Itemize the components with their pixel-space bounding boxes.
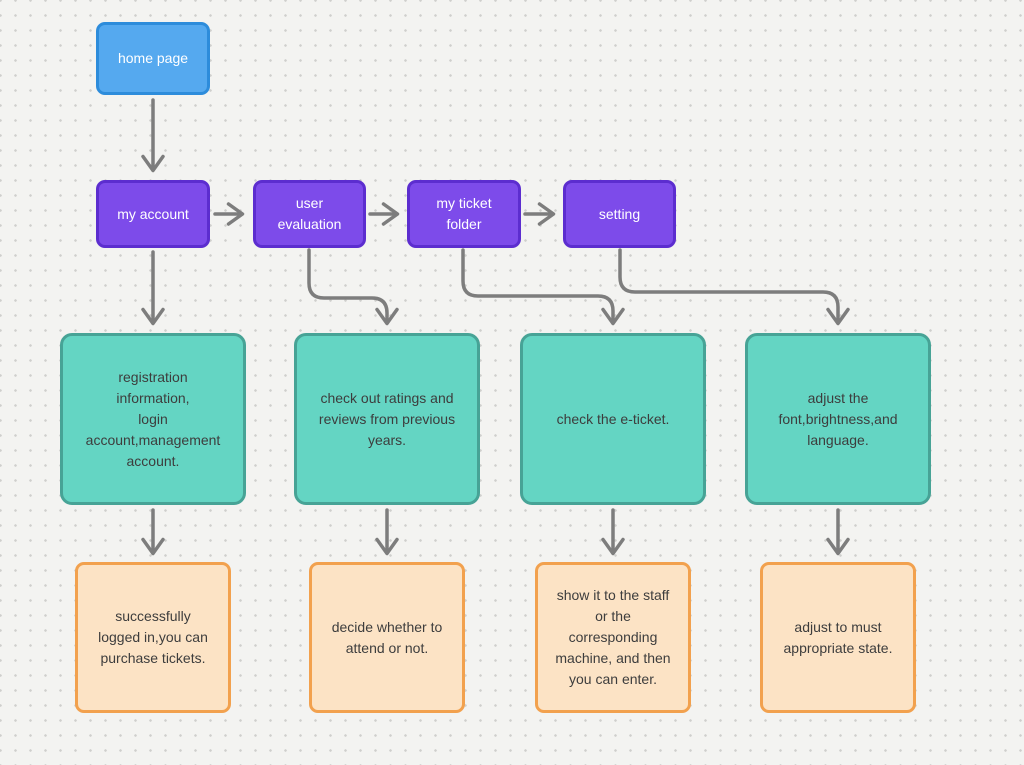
node-login-success[interactable]: successfully logged in,you can purchase … (75, 562, 231, 713)
node-registration-info[interactable]: registration information, login account,… (60, 333, 246, 505)
node-decide-attend[interactable]: decide whether to attend or not. (309, 562, 465, 713)
node-adjust-state-label: adjust to must appropriate state. (783, 618, 893, 656)
connector-setting-to-adjust (618, 248, 850, 326)
node-adjust-settings-label: adjust the font,brightness,and language. (778, 389, 898, 448)
node-adjust-settings[interactable]: adjust the font,brightness,and language. (745, 333, 931, 505)
node-home-page-label: home page (117, 50, 189, 66)
node-home-page[interactable]: home page (96, 22, 210, 95)
node-check-ratings-label: check out ratings and reviews from previ… (318, 389, 456, 448)
node-adjust-state[interactable]: adjust to must appropriate state. (760, 562, 916, 713)
node-check-eticket-label: check the e-ticket. (556, 410, 670, 427)
node-show-staff-label: show it to the staff or the correspondin… (555, 587, 671, 687)
connector-my-ticket-folder-to-eticket (461, 248, 625, 326)
node-registration-info-label: registration information, login account,… (85, 368, 221, 469)
node-my-account[interactable]: my account (96, 180, 210, 248)
node-my-ticket-folder-label: my ticket folder (436, 195, 492, 232)
node-user-evaluation-label: user evaluation (277, 195, 342, 232)
node-setting[interactable]: setting (563, 180, 676, 248)
node-decide-attend-label: decide whether to attend or not. (331, 618, 443, 656)
node-login-success-label: successfully logged in,you can purchase … (98, 608, 208, 666)
node-check-ratings[interactable]: check out ratings and reviews from previ… (294, 333, 480, 505)
connector-user-evaluation-to-ratings (307, 248, 399, 326)
node-my-ticket-folder[interactable]: my ticket folder (407, 180, 521, 248)
node-user-evaluation[interactable]: user evaluation (253, 180, 366, 248)
node-show-staff[interactable]: show it to the staff or the correspondin… (535, 562, 691, 713)
node-my-account-label: my account (117, 205, 189, 222)
node-setting-label: setting (598, 205, 641, 222)
node-check-eticket[interactable]: check the e-ticket. (520, 333, 706, 505)
